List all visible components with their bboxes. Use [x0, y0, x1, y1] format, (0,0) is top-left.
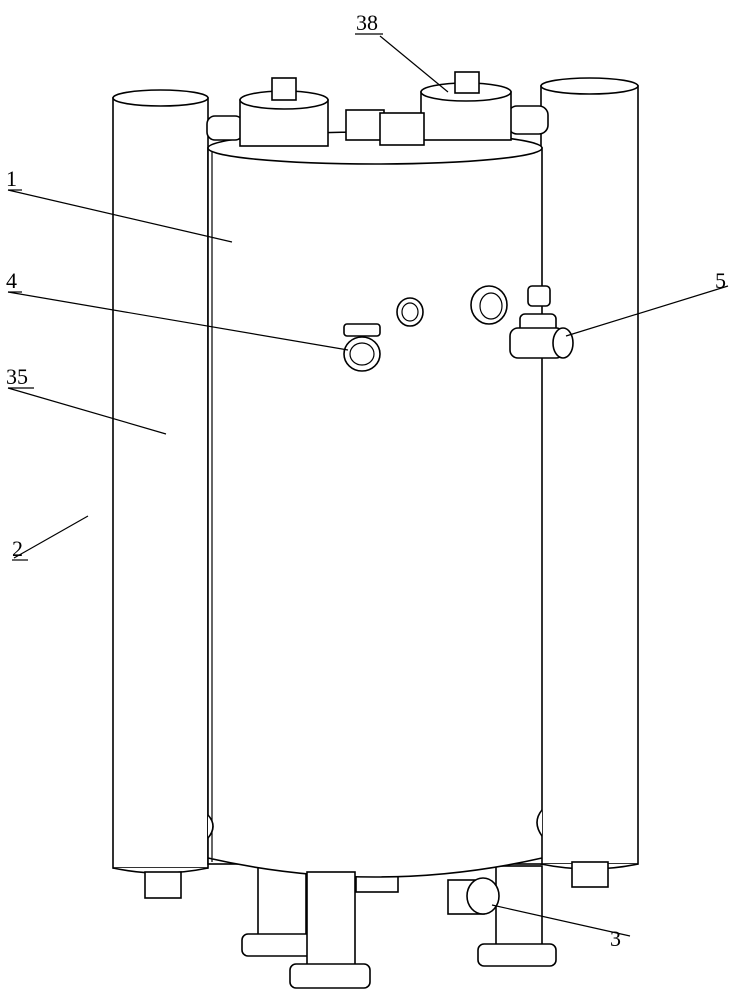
- label-35: 35: [6, 364, 28, 389]
- top-fittings: [207, 72, 548, 146]
- label-3: 3: [610, 926, 621, 951]
- label-38: 38: [356, 10, 378, 35]
- bottom-outlet: [448, 878, 499, 914]
- label-4: 4: [6, 268, 17, 293]
- support-legs: [242, 866, 556, 966]
- main-tank: [208, 132, 542, 877]
- label-5: 5: [715, 268, 726, 293]
- label-2: 2: [12, 536, 23, 561]
- left-column: [113, 90, 208, 898]
- right-column: [541, 78, 638, 887]
- label-1: 1: [6, 166, 17, 191]
- inlet-fitting: [344, 324, 380, 371]
